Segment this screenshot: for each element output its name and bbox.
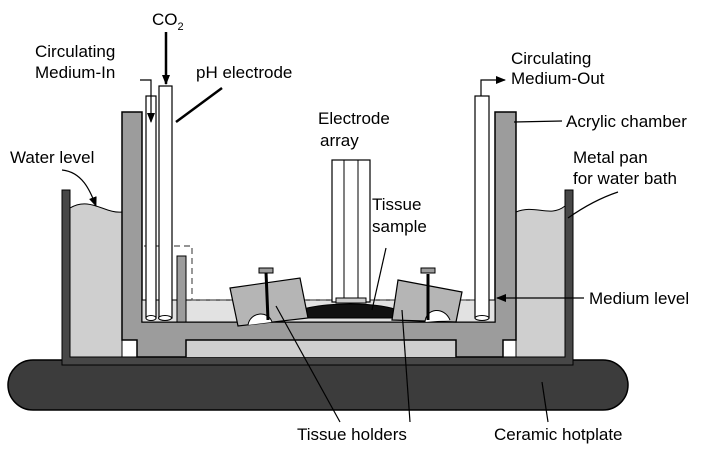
water-bath xyxy=(69,203,123,358)
tube-end xyxy=(158,315,172,321)
metal-pan-leader xyxy=(567,191,619,219)
medium-in-label-line2: Medium-In xyxy=(35,63,115,82)
medium-in-tube xyxy=(145,95,157,319)
metal-pan-label-line2: for water bath xyxy=(573,169,677,188)
water-bath xyxy=(186,340,456,357)
electrode-array-label-line2: array xyxy=(320,131,359,150)
medium-in-arrow xyxy=(140,79,155,123)
acrylic-chamber-label: Acrylic chamber xyxy=(566,112,687,131)
tissue-holder-right xyxy=(391,267,463,323)
medium-out-label-line2: Medium-Out xyxy=(511,69,605,88)
co2-tube xyxy=(158,85,173,319)
medium-out-label-line1: Circulating xyxy=(511,49,591,68)
ceramic-hotplate xyxy=(7,359,629,411)
medium-in-label-line1: Circulating xyxy=(35,42,115,61)
tissue-holder-leader xyxy=(401,309,411,423)
water-level-label: Water level xyxy=(10,148,94,167)
electrode-array xyxy=(331,159,371,303)
acrylic-chamber-leader xyxy=(513,120,563,123)
water-level-arrow xyxy=(61,169,97,207)
tissue-holder-leader xyxy=(275,305,341,423)
medium-out-tube xyxy=(474,95,490,319)
medium-out-arrow xyxy=(480,76,506,96)
tissue-sample-label-line2: sample xyxy=(372,217,427,236)
tube-end xyxy=(145,315,157,321)
tissue-holders-label: Tissue holders xyxy=(297,425,407,444)
ph-electrode-label: pH electrode xyxy=(196,63,292,82)
ceramic-hotplate-leader xyxy=(541,381,549,423)
tube-end xyxy=(474,315,490,321)
electrode-array-label-line1: Electrode xyxy=(318,109,390,128)
electrode-array-tip xyxy=(335,297,367,304)
metal-pan-label-line1: Metal pan xyxy=(573,148,648,167)
ph-electrode-leader xyxy=(175,86,223,124)
ceramic-hotplate-label: Ceramic hotplate xyxy=(494,425,623,444)
tissue-sample-label-line1: Tissue xyxy=(372,195,421,214)
tissue-holder-left xyxy=(229,267,309,327)
water-bath xyxy=(515,204,566,358)
co2-label: CO2 xyxy=(152,10,184,33)
tissue-sample-leader xyxy=(371,247,387,311)
medium-level-label: Medium level xyxy=(589,289,689,308)
ph-electrode-post xyxy=(176,255,187,323)
